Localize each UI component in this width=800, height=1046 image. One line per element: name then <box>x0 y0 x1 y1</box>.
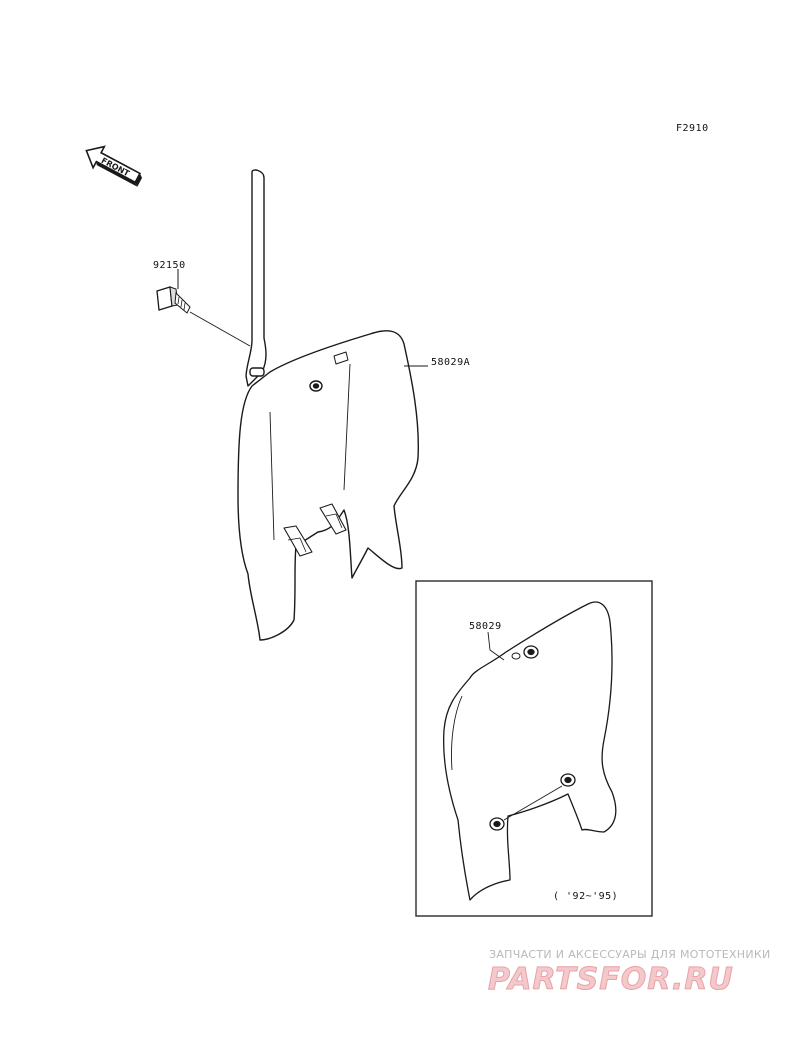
bolt-icon <box>156 269 251 347</box>
inset-year-range: ( '92~'95) <box>553 891 619 902</box>
part-number-bolt: 92150 <box>153 260 186 271</box>
front-arrow-icon: FRONT <box>85 145 143 187</box>
part-number-plate-inset: 58029 <box>469 621 502 632</box>
inset-box <box>415 580 653 917</box>
part-number-plate-main: 58029A <box>431 357 471 368</box>
figure-code: F2910 <box>676 123 709 134</box>
number-plate-main <box>237 169 428 641</box>
watermark-tagline: ЗАПЧАСТИ И АКСЕССУАРЫ ДЛЯ МОТОТЕХНИКИ <box>489 948 771 961</box>
number-plate-inset <box>442 601 617 901</box>
watermark-logo: PARTSFOR.RU <box>488 962 734 998</box>
